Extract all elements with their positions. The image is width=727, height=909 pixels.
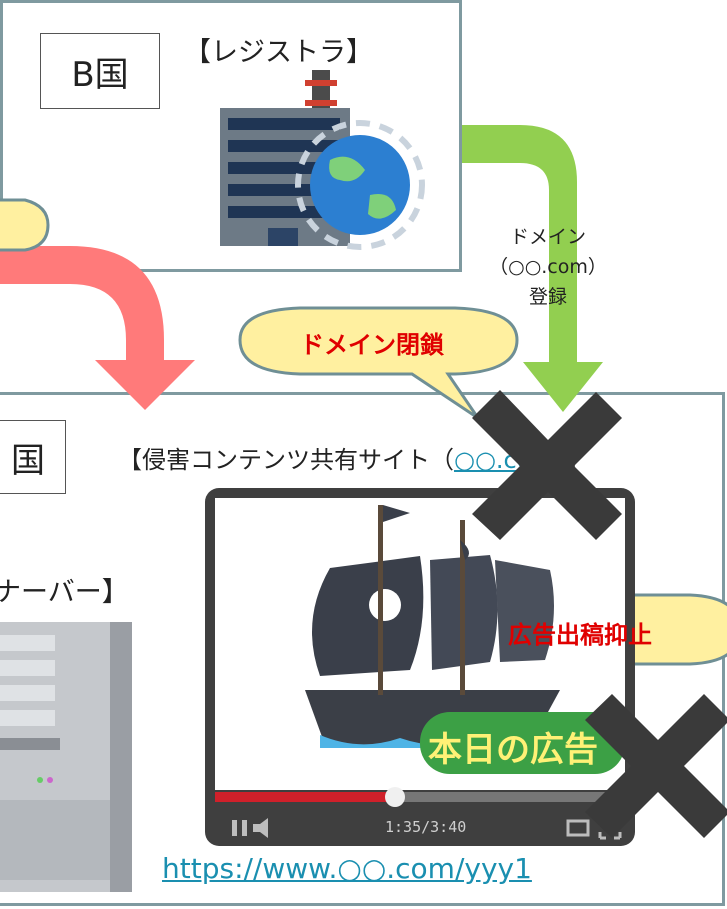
red-arrow — [0, 246, 195, 410]
registration-label: ドメイン （○○.com） 登録 — [489, 226, 607, 308]
ad-cross-icon — [585, 694, 727, 838]
content-url-link[interactable]: https://www.○○.com/yyy1 — [162, 852, 532, 885]
domain-closure-callout — [238, 306, 519, 420]
green-arrow — [462, 125, 603, 412]
ad-suppression-text: 広告出稿抑止 — [508, 621, 652, 649]
server-icon — [0, 622, 132, 892]
domain-cross-icon — [472, 390, 622, 540]
left-callout — [0, 198, 50, 252]
globe-icon — [295, 120, 425, 250]
server-label: ナーバー】 — [0, 577, 129, 608]
ad-banner-text: 本日の広告 — [428, 730, 598, 770]
video-player — [205, 488, 635, 846]
registrar-country-label: B国 — [71, 54, 129, 95]
video-time: 1:35/3:40 — [385, 818, 467, 836]
site-country-box: 国 — [0, 420, 66, 494]
registrar-country-box: B国 — [40, 33, 160, 109]
site-country-label: 国 — [11, 440, 45, 481]
site-title: 【侵害コンテンツ共有サイト（○○.com）】 — [118, 446, 591, 474]
registrar-title: 【レジストラ】 — [184, 37, 373, 68]
domain-closure-text: ドメイン閉鎖 — [300, 331, 444, 359]
